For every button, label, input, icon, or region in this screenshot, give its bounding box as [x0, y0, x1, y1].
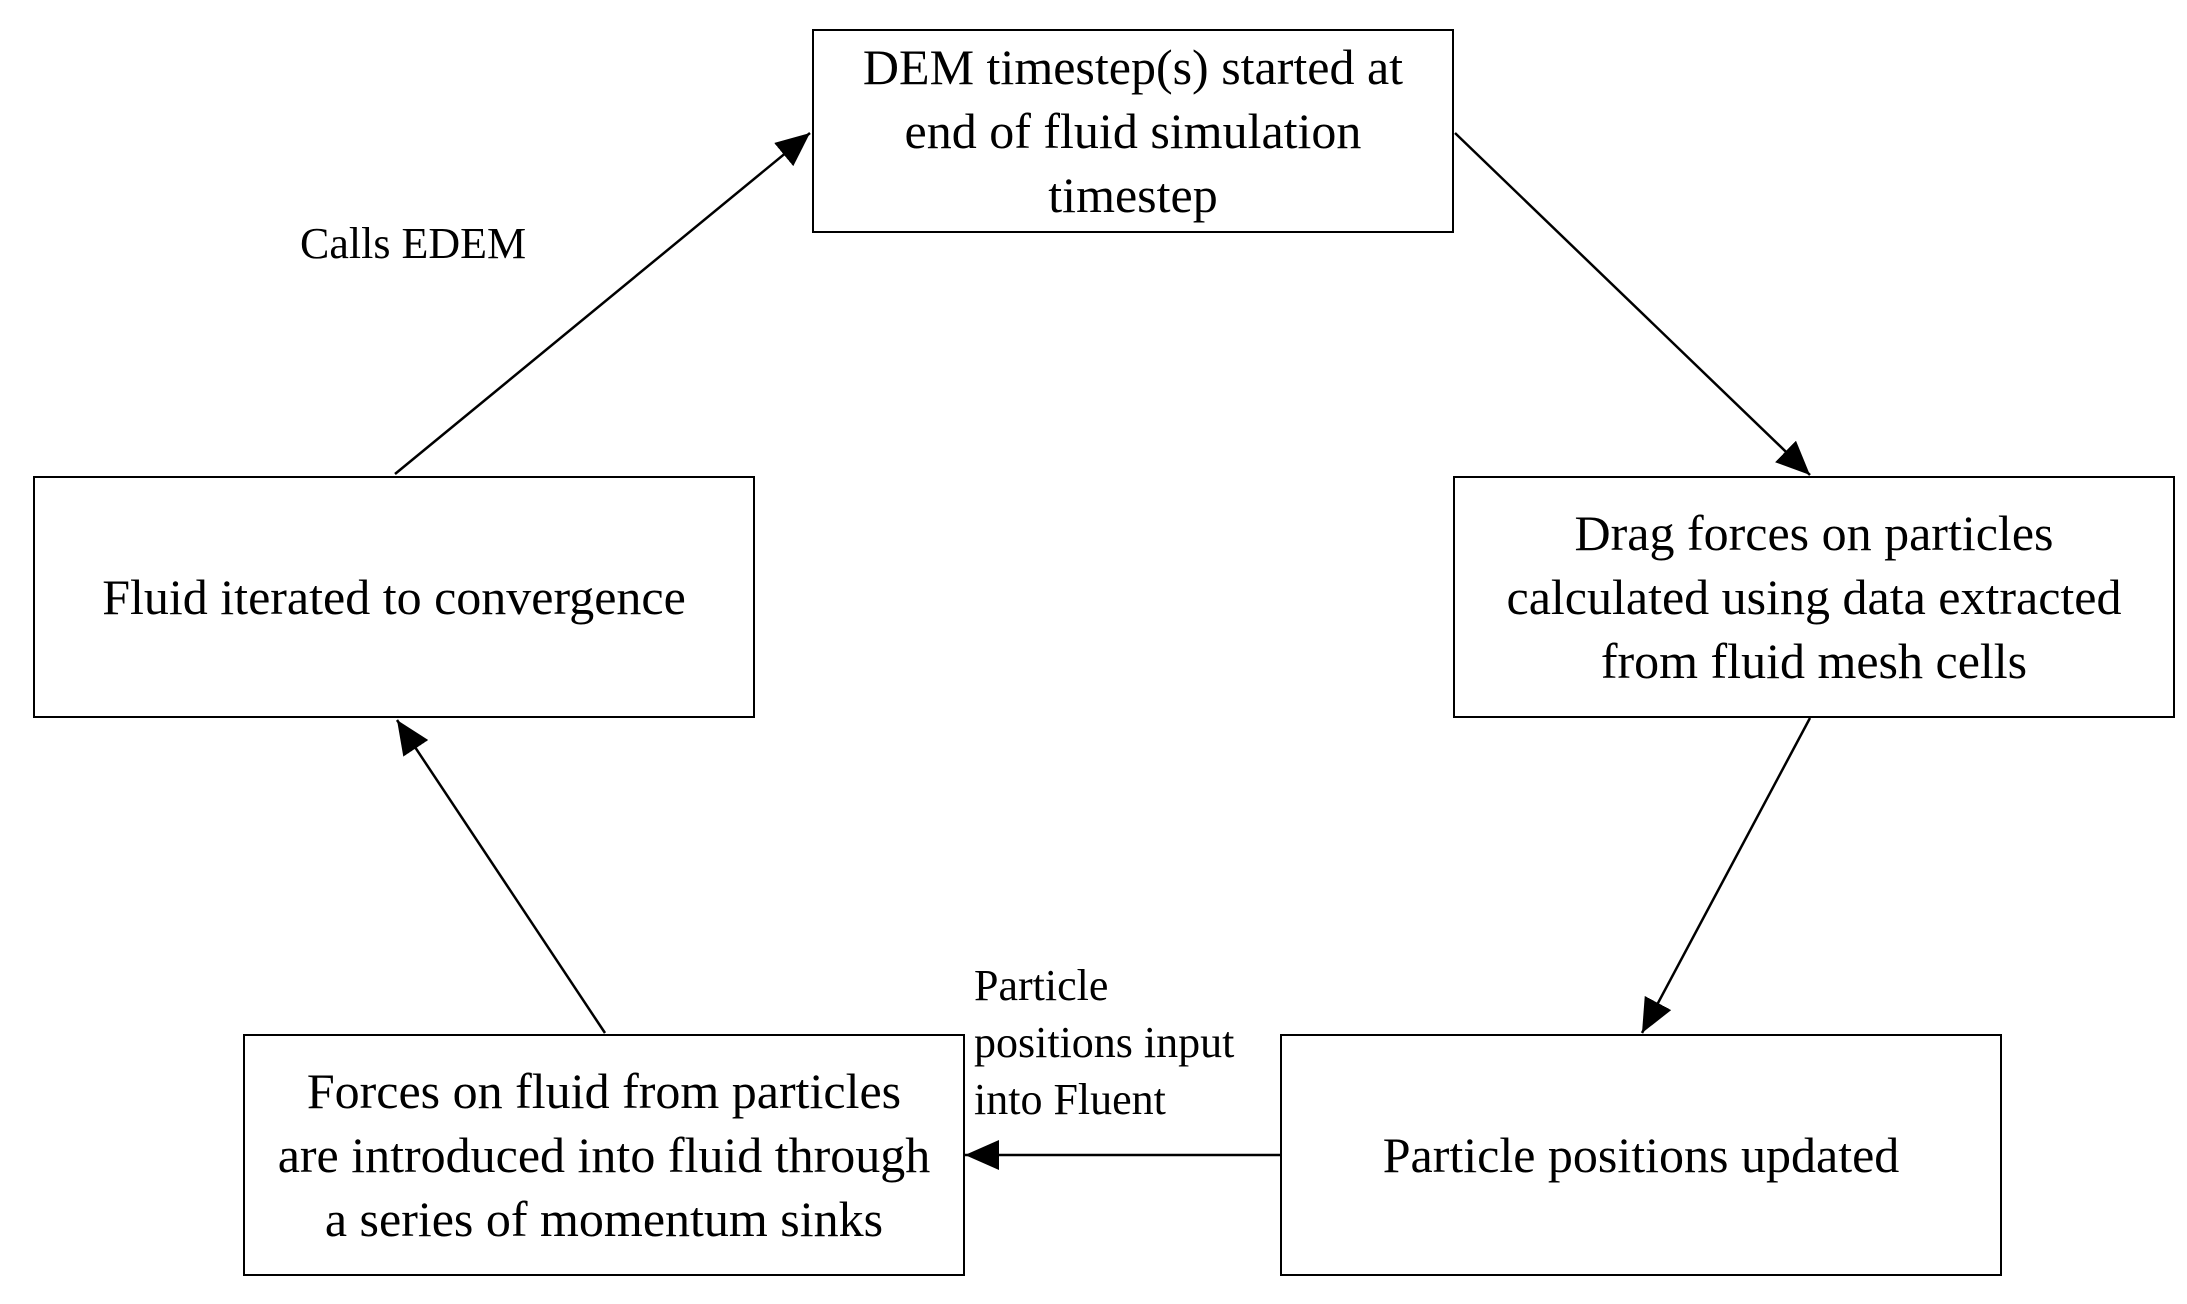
arrow-forces-to-fluid — [395, 719, 607, 1034]
node-drag-forces-label: Drag forces on particles calculated usin… — [1506, 505, 2122, 689]
edge-label-calls-edem: Calls EDEM — [300, 219, 527, 268]
arrow-fluid-to-dem — [394, 132, 811, 475]
node-fluid-iterated: Fluid iterated to convergence — [33, 476, 755, 718]
node-dem-timestep: DEM timestep(s) started at end of fluid … — [812, 29, 1454, 233]
node-forces-on-fluid-label: Forces on fluid from particles are intro… — [277, 1063, 931, 1247]
edge-label-particle-input: Particle positions input into Fluent — [974, 961, 1235, 1124]
node-particle-positions-label: Particle positions updated — [1382, 1127, 1900, 1183]
arrow-dem-to-drag — [1454, 132, 1811, 476]
node-drag-forces: Drag forces on particles calculated usin… — [1453, 476, 2175, 718]
node-particle-positions: Particle positions updated — [1280, 1034, 2002, 1276]
node-fluid-iterated-label: Fluid iterated to convergence — [102, 569, 686, 625]
arrow-drag-to-particle — [1640, 717, 1812, 1034]
node-dem-timestep-label: DEM timestep(s) started at end of fluid … — [862, 39, 1404, 223]
node-forces-on-fluid: Forces on fluid from particles are intro… — [243, 1034, 965, 1276]
